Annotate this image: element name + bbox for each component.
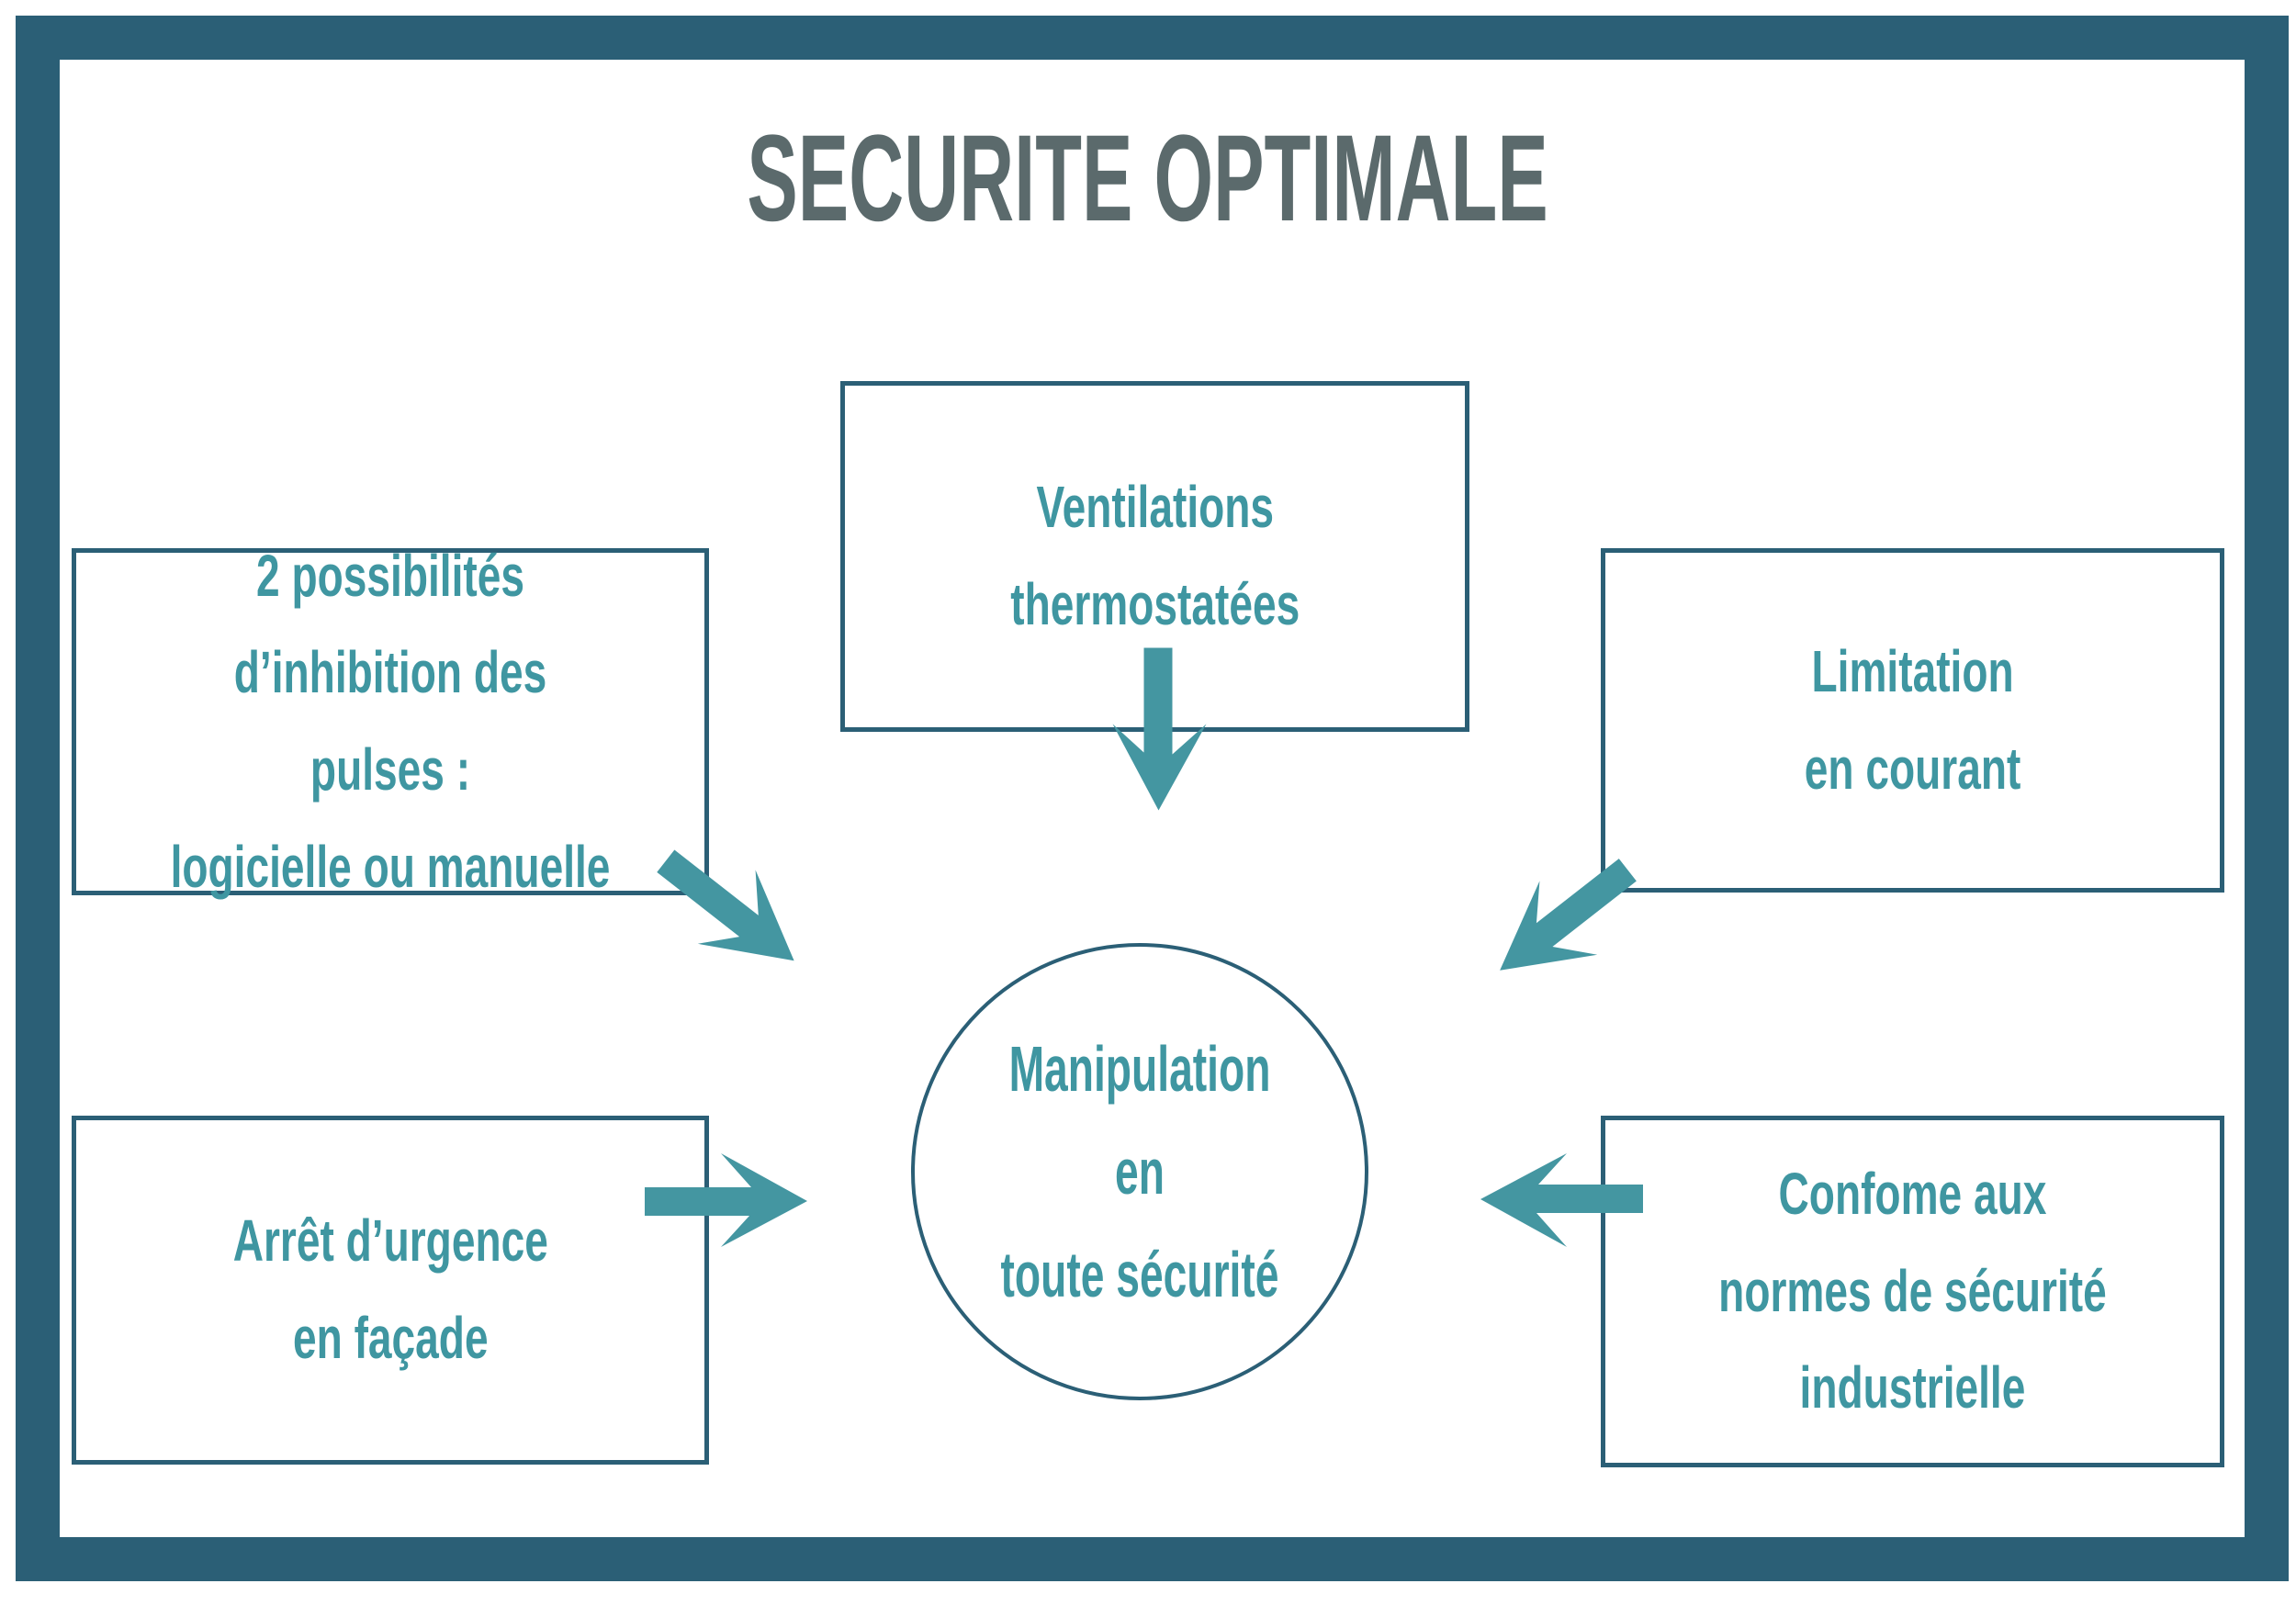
page-title: SECURITE OPTIMALE (0, 118, 2296, 241)
box-arret-urgence: Arrêt d’urgence en façade (72, 1116, 709, 1465)
box-normes-securite-label: Confome aux normes de sécurité industrie… (1718, 1161, 2107, 1421)
box-limitation-courant-label: Limitation en courant (1804, 637, 2021, 802)
arrow-arret-to-center-icon (645, 1153, 807, 1247)
box-inhibition-pulses-label: 2 possibilités d’inhibition des pulses :… (170, 542, 611, 900)
arrow-limitation-to-center-icon (1471, 834, 1657, 1007)
arrow-conformite-to-center-icon (1480, 1153, 1643, 1247)
box-limitation-courant: Limitation en courant (1601, 548, 2224, 893)
box-inhibition-pulses: 2 possibilités d’inhibition des pulses :… (72, 543, 709, 900)
center-circle-manipulation: Manipulation en toute sécurité (911, 943, 1368, 1400)
arrow-ventilation-to-center-icon (1112, 647, 1207, 811)
box-normes-securite: Confome aux normes de sécurité industrie… (1601, 1116, 2224, 1467)
box-arret-urgence-label: Arrêt d’urgence en façade (232, 1207, 548, 1371)
page-title-text: SECURITE OPTIMALE (747, 110, 1549, 247)
arrow-inhibition-to-center-icon (637, 823, 823, 996)
center-circle-label: Manipulation en toute sécurité (1000, 1033, 1279, 1310)
box-ventilations-thermostatees-label: Ventilations thermostatées (1010, 474, 1300, 637)
